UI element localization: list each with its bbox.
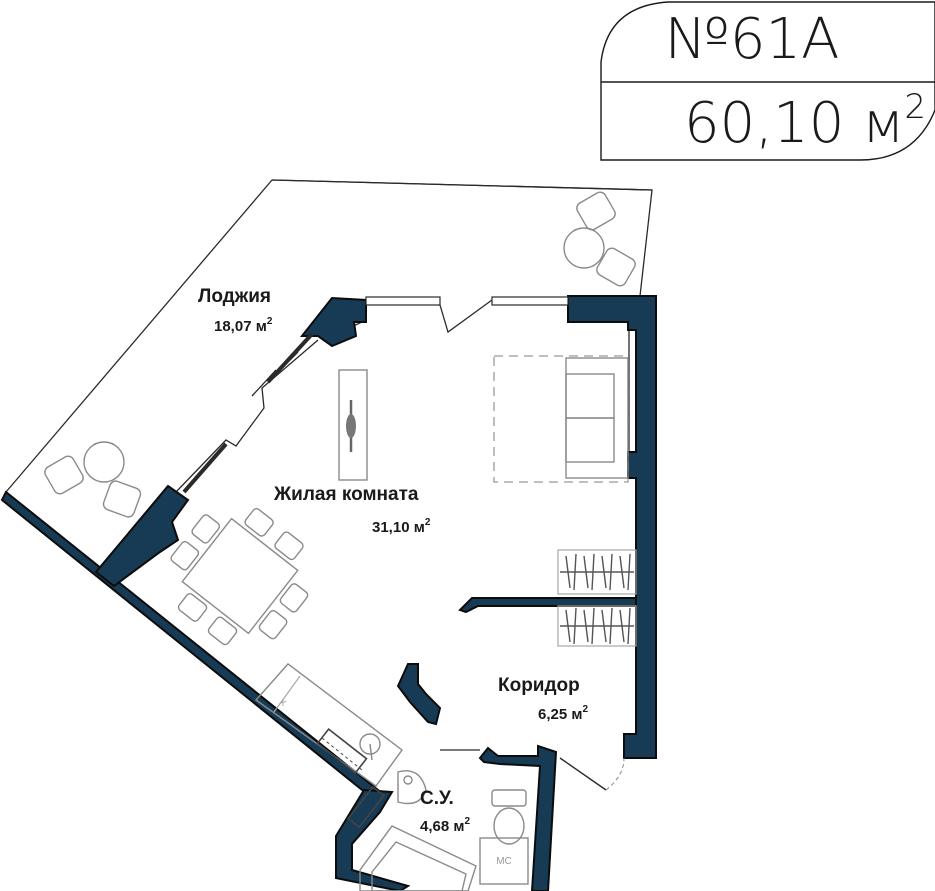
wall-bathroom-top <box>396 663 442 726</box>
corridor-area-sup: 2 <box>582 704 588 715</box>
windows <box>182 296 569 494</box>
washer-label: МС <box>496 856 512 867</box>
wall-column-left <box>94 484 190 588</box>
living-room-area: 31,10 м2 <box>372 517 431 536</box>
loggia-area-sup: 2 <box>267 316 273 327</box>
loggia-area: 18,07 м2 <box>214 316 273 335</box>
walls <box>0 295 657 891</box>
wardrobes <box>557 549 637 647</box>
living-room-area-value: 31,10 м <box>372 519 425 536</box>
wall-outer-left <box>0 490 390 808</box>
living-room-area-sup: 2 <box>425 517 431 528</box>
wall-column-top <box>299 296 367 348</box>
loggia-name: Лоджия <box>198 286 271 307</box>
bathroom-name: С.У. <box>420 788 454 809</box>
wall-corridor-stub <box>458 597 637 614</box>
corridor-area: 6,25 м2 <box>538 704 588 723</box>
entrance-door <box>559 757 625 791</box>
room-labels: Лоджия 18,07 м2 Жилая комната 31,10 м2 К… <box>198 286 588 835</box>
apartment-area-value: 60,10 м <box>684 91 904 156</box>
bathroom-area-sup: 2 <box>464 816 470 827</box>
kitchen: x <box>254 663 403 787</box>
corridor-area-value: 6,25 м <box>538 706 582 723</box>
loggia-outline <box>5 179 653 493</box>
corridor-name: Коридор <box>498 675 580 696</box>
bathroom-fixtures: МС <box>347 770 529 891</box>
sofa <box>493 355 629 483</box>
wall-bathroom-right <box>478 744 558 891</box>
apartment-area: 60,10 м2 <box>684 87 926 156</box>
wall-bathroom-left <box>335 788 411 891</box>
loggia-set-left <box>44 441 142 518</box>
bathroom-area-value: 4,68 м <box>420 818 464 835</box>
dining-set <box>170 508 309 646</box>
svg-text:x: x <box>277 696 289 709</box>
wall-right <box>567 295 657 759</box>
bathroom-area: 4,68 м2 <box>420 816 470 835</box>
apartment-area-unit-sup: 2 <box>904 87 926 127</box>
apartment-number: №61А <box>665 7 840 72</box>
loggia-set-top <box>563 191 636 287</box>
title-badge: №61А 60,10 м2 <box>600 1 935 161</box>
floor-lamp <box>338 369 368 481</box>
loggia-area-value: 18,07 м <box>214 318 267 335</box>
living-room-name: Жилая комната <box>273 484 419 505</box>
